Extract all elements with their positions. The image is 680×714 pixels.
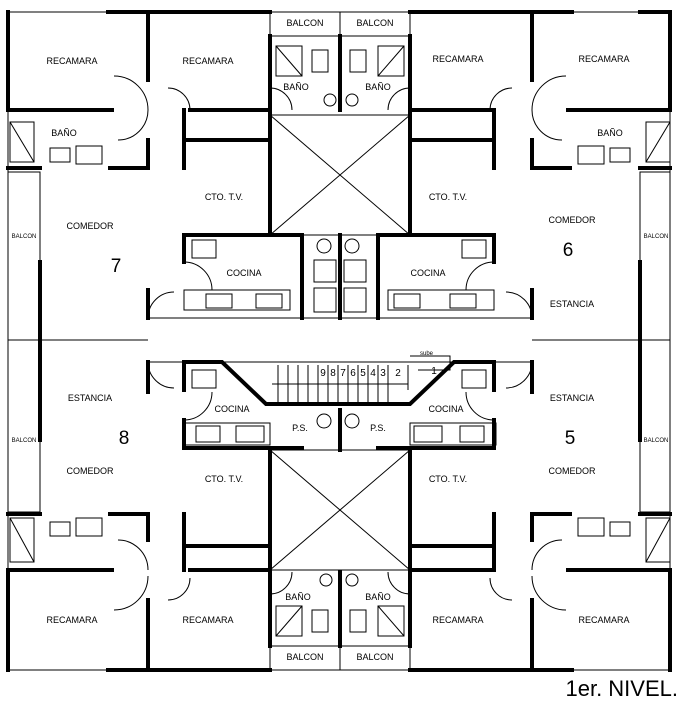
- room-label-cto-tv: CTO. T.V.: [429, 192, 467, 202]
- room-label-recamara: RECAMARA: [432, 54, 483, 64]
- room-label-comedor: COMEDOR: [67, 221, 115, 231]
- stair-sube-label: sube: [420, 351, 434, 357]
- room-label-bano: BAÑO: [283, 82, 309, 92]
- stair-step-number: 5: [360, 368, 366, 379]
- room-label-balcon: BALCON: [286, 652, 323, 662]
- room-label-bano: BAÑO: [365, 82, 391, 92]
- room-label-ps: P.S.: [292, 423, 308, 433]
- room-label-bano: BAÑO: [51, 128, 77, 138]
- room-label-ps: P.S.: [370, 423, 386, 433]
- room-label-recamara: RECAMARA: [182, 615, 233, 625]
- room-label-balcon: BALCON: [644, 438, 669, 444]
- room-label-balcon: BALCON: [286, 18, 323, 28]
- room-label-cto-tv: CTO. T.V.: [429, 474, 467, 484]
- room-label-bano: BAÑO: [285, 592, 311, 602]
- room-label-cto-tv: CTO. T.V.: [205, 192, 243, 202]
- room-label-balcon: BALCON: [12, 234, 37, 240]
- room-label-cocina: COCINA: [410, 268, 445, 278]
- stair-step-number: 8: [330, 368, 336, 379]
- room-label-recamara: RECAMARA: [432, 615, 483, 625]
- room-label-cocina: COCINA: [428, 404, 463, 414]
- unit-number-6: 6: [563, 240, 574, 261]
- unit-number-5: 5: [565, 428, 576, 449]
- unit-number-8: 8: [119, 428, 130, 449]
- stair-step-number: 7: [340, 368, 346, 379]
- unit-number-7: 7: [111, 256, 122, 277]
- stair-step-number: 2: [395, 368, 401, 379]
- room-label-bano: BAÑO: [597, 128, 623, 138]
- stair-step-number: 3: [380, 368, 386, 379]
- room-label-estancia: ESTANCIA: [550, 393, 594, 403]
- room-label-recamara: RECAMARA: [46, 56, 97, 66]
- room-label-cocina: COCINA: [214, 404, 249, 414]
- room-label-cocina: COCINA: [226, 268, 261, 278]
- room-label-balcon: BALCON: [644, 234, 669, 240]
- room-label-comedor: COMEDOR: [549, 215, 597, 225]
- room-label-balcon: BALCON: [356, 18, 393, 28]
- room-label-estancia: ESTANCIA: [68, 393, 112, 403]
- room-label-recamara: RECAMARA: [182, 56, 233, 66]
- room-label-comedor: COMEDOR: [549, 466, 597, 476]
- room-label-recamara: RECAMARA: [578, 615, 629, 625]
- room-label-comedor: COMEDOR: [67, 466, 115, 476]
- stair-step-number: 1: [431, 366, 437, 377]
- room-label-bano: BAÑO: [365, 592, 391, 602]
- room-label-cto-tv: CTO. T.V.: [205, 474, 243, 484]
- stair-step-number: 6: [350, 368, 356, 379]
- room-labels: RECAMARA RECAMARA RECAMARA RECAMARA RECA…: [12, 18, 669, 662]
- stair-step-number: 9: [320, 368, 326, 379]
- walls: [6, 10, 672, 672]
- level-title: 1er. NIVEL.: [565, 676, 678, 701]
- stair-step-number: 4: [370, 368, 376, 379]
- room-label-estancia: ESTANCIA: [550, 299, 594, 309]
- room-label-recamara: RECAMARA: [46, 615, 97, 625]
- room-label-recamara: RECAMARA: [578, 54, 629, 64]
- room-label-balcon: BALCON: [356, 652, 393, 662]
- room-label-balcon: BALCON: [12, 438, 37, 444]
